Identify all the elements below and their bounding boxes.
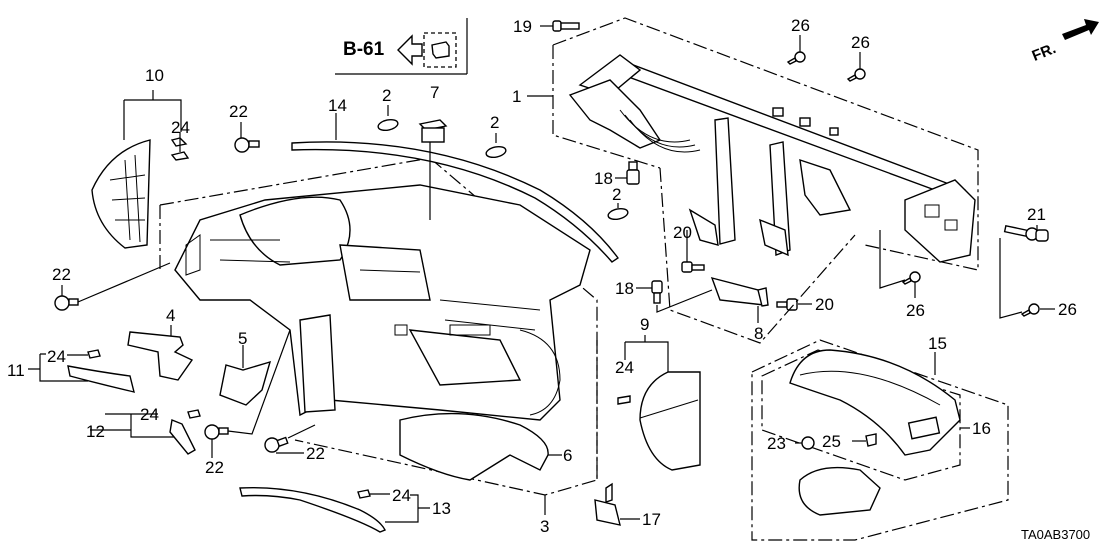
- part-17-label: [594, 482, 640, 526]
- part-4-cover: [127, 325, 194, 381]
- part-1-hanger-beam: [527, 17, 979, 271]
- callout-26[interactable]: 26: [851, 33, 870, 52]
- callout-24[interactable]: 24: [392, 486, 411, 505]
- callout-7[interactable]: 7: [430, 83, 440, 102]
- arrow-left-icon: [397, 34, 423, 66]
- clip-icon: [423, 32, 457, 68]
- callout-9[interactable]: 9: [640, 315, 650, 334]
- callout-23[interactable]: 23: [767, 434, 786, 453]
- callout-19[interactable]: 19: [513, 17, 532, 36]
- part-11-garnish: [28, 349, 135, 393]
- part-15-airbag-assembly: [751, 339, 1009, 541]
- part-3-instrument-panel: [159, 157, 598, 515]
- callout-4[interactable]: 4: [166, 306, 176, 325]
- front-direction-arrow-icon: [1062, 19, 1099, 40]
- callout-2[interactable]: 2: [612, 185, 622, 204]
- part-1-group-frame: [659, 167, 856, 344]
- screw-22-icon: [234, 122, 260, 153]
- bolt-20-icon: [776, 298, 812, 311]
- callout-24[interactable]: 24: [140, 405, 159, 424]
- reference-box-frame: [335, 18, 468, 75]
- callout-2[interactable]: 2: [382, 86, 392, 105]
- callout-3[interactable]: 3: [540, 517, 550, 536]
- callout-10[interactable]: 10: [145, 66, 164, 85]
- callout-12[interactable]: 12: [86, 422, 105, 441]
- callout-26[interactable]: 26: [906, 301, 925, 320]
- callout-16[interactable]: 16: [972, 419, 991, 438]
- part-5-cover: [219, 345, 272, 406]
- callout-22[interactable]: 22: [306, 444, 325, 463]
- callout-1[interactable]: 1: [512, 87, 522, 106]
- callout-20[interactable]: 20: [673, 223, 692, 242]
- part-14-defroster-garnish: [291, 113, 619, 263]
- callout-6[interactable]: 6: [563, 446, 573, 465]
- plug-2-icon: [377, 105, 399, 132]
- part-10-side-cover-left: [91, 90, 188, 249]
- callout-5[interactable]: 5: [238, 329, 248, 348]
- bolt-21-icon: [1003, 224, 1049, 242]
- diagram-code: TA0AB3700: [1021, 527, 1091, 542]
- callout-17[interactable]: 17: [642, 510, 661, 529]
- callout-15[interactable]: 15: [928, 334, 947, 353]
- callout-26[interactable]: 26: [1058, 300, 1077, 319]
- part-12-garnish: [90, 409, 201, 455]
- bolt-18-icon: [615, 161, 640, 185]
- callout-22[interactable]: 22: [205, 458, 224, 477]
- callout-18[interactable]: 18: [594, 169, 613, 188]
- callout-24[interactable]: 24: [47, 347, 66, 366]
- bracket-8-icon: [710, 276, 769, 323]
- screw-26-icon: [786, 35, 806, 65]
- screw-22-icon: [204, 329, 291, 458]
- callout-14[interactable]: 14: [328, 96, 347, 115]
- callout-2[interactable]: 2: [490, 113, 500, 132]
- part-13-garnish: [239, 486, 430, 533]
- screw-22-icon: [264, 424, 316, 454]
- screw-26-icon: [879, 230, 921, 298]
- reference-label-b61[interactable]: B-61: [343, 39, 385, 60]
- callout-22[interactable]: 22: [229, 102, 248, 121]
- clip-24-icon: [170, 132, 190, 161]
- screw-22-icon: [54, 262, 171, 311]
- callout-24[interactable]: 24: [171, 118, 190, 137]
- callout-24[interactable]: 24: [615, 358, 634, 377]
- callout-18[interactable]: 18: [615, 279, 634, 298]
- callout-25[interactable]: 25: [822, 432, 841, 451]
- part-6-lower-panel: [399, 412, 562, 481]
- bolt-19-icon: [540, 20, 580, 32]
- callout-11[interactable]: 11: [7, 361, 25, 380]
- screw-26-icon: [999, 238, 1055, 319]
- bolt-20-icon: [681, 230, 705, 273]
- callout-8[interactable]: 8: [754, 324, 764, 343]
- callout-13[interactable]: 13: [432, 499, 451, 518]
- bolt-18-icon: [636, 280, 713, 313]
- callout-22[interactable]: 22: [52, 265, 71, 284]
- plug-2-icon: [607, 203, 629, 221]
- callout-21[interactable]: 21: [1027, 205, 1046, 224]
- screw-26-icon: [846, 52, 866, 82]
- callout-26[interactable]: 26: [791, 16, 810, 35]
- sensor-clip-7-icon: [418, 119, 448, 220]
- plug-2-icon: [485, 133, 507, 159]
- part-9-side-cover-right: [596, 335, 701, 480]
- callout-20[interactable]: 20: [815, 295, 834, 314]
